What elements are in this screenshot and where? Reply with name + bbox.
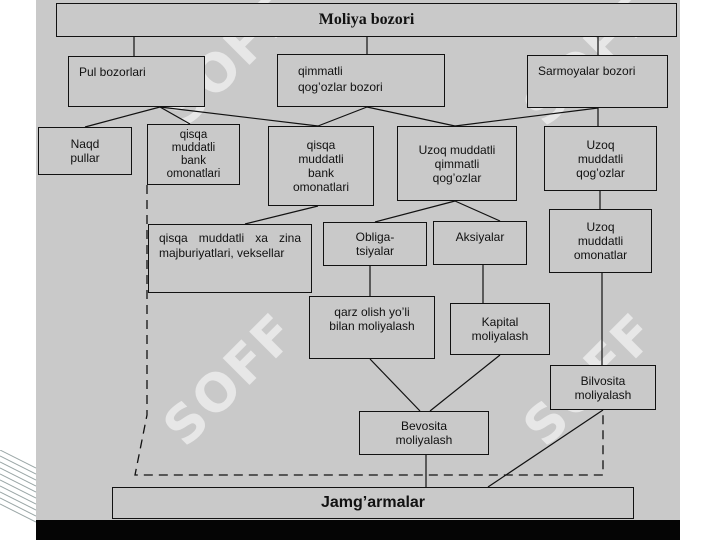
naqd-pullar-box: Naqd pullar <box>38 127 132 175</box>
jamgarmalar-box: Jamg’armalar <box>112 487 634 519</box>
pul-bozorlari-box: Pul bozorlari <box>68 56 205 107</box>
bottom-bar <box>36 520 680 540</box>
qimmatli-qogozlar-bozori-box: qimmatli qog’ozlar bozori <box>277 54 445 107</box>
sarmoyalar-bozori-box: Sarmoyalar bozori <box>527 55 668 108</box>
decorative-stripes <box>0 450 36 523</box>
qisqa-xazina-majburiyatlari-box: qisqa muddatli xa zina majburiyatlari, v… <box>148 224 312 293</box>
kapital-moliyalash-box: Kapital moliyalash <box>450 303 550 355</box>
bilvosita-moliyalash-box: Bilvosita moliyalash <box>550 365 656 410</box>
qisqa-bank-omonatlari-box-1: qisqa muddatli bank omonatlari <box>147 124 240 185</box>
uzoq-muddatli-qimmatli-qogozlar-box: Uzoq muddatli qimmatli qog’ozlar <box>397 126 517 201</box>
obligatsiyalar-box: Obliga- tsiyalar <box>323 222 427 266</box>
uzoq-muddatli-qogozlar-box: Uzoq muddatli qog’ozlar <box>544 126 657 191</box>
moliya-bozori-title: Moliya bozori <box>56 3 677 37</box>
aksiyalar-box: Aksiyalar <box>433 221 527 265</box>
uzoq-muddatli-omonatlar-box: Uzoq muddatli omonatlar <box>549 209 652 273</box>
qarz-olish-moliyalash-box: qarz olish yo’li bilan moliyalash <box>309 296 435 359</box>
bevosita-moliyalash-box: Bevosita moliyalash <box>359 411 489 455</box>
qisqa-bank-omonatlari-box-2: qisqa muddatli bank omonatlari <box>268 126 374 206</box>
